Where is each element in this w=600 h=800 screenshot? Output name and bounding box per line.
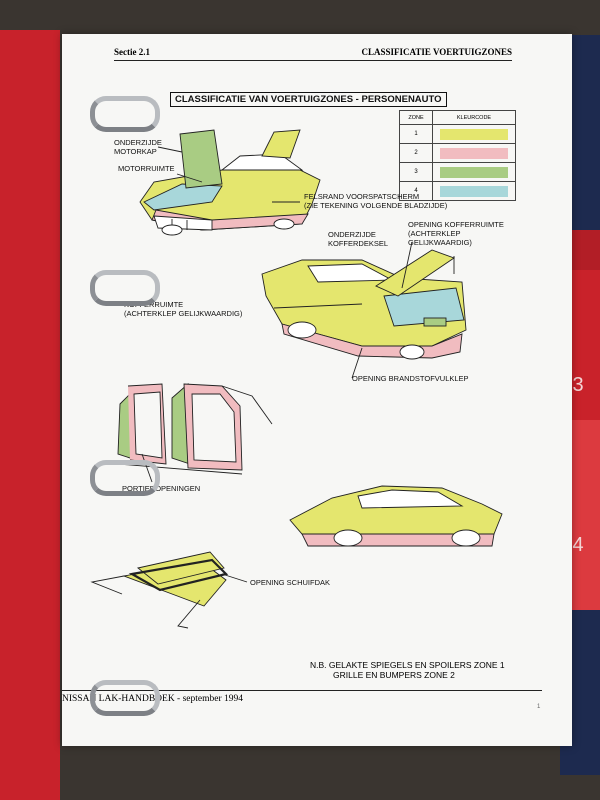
label-felsrand: FELSRAND VOORSPATSCHERM (ZIE TEKENING VO… <box>304 192 448 210</box>
binder-ring <box>90 96 160 132</box>
footer-rule <box>62 690 542 691</box>
label-opening-kofferruimte: OPENING KOFFERRUIMTE (ACHTERKLEP GELIJKW… <box>408 220 504 247</box>
footnote: N.B. GELAKTE SPIEGELS EN SPOILERS ZONE 1… <box>310 660 505 680</box>
header-title: CLASSIFICATIE VOERTUIGZONES <box>361 47 512 57</box>
car-side-illustration <box>289 485 503 547</box>
label-motorruimte: MOTORRUIMTE <box>118 164 175 173</box>
binder-ring <box>90 460 160 496</box>
document-page: Sectie 2.1 CLASSIFICATIE VOERTUIGZONES C… <box>62 34 572 746</box>
zone-color-legend: ZONE KLEURCODE 1 2 3 4 <box>399 110 516 201</box>
label-onderzijde-kofferdeksel: ONDERZIJDE KOFFERDEKSEL <box>328 230 389 248</box>
label-onderzijde-motorkap: ONDERZIJDE MOTORKAP <box>114 138 162 156</box>
binder-ring <box>90 680 160 716</box>
section-number: Sectie 2.1 <box>114 47 150 57</box>
legend-zone-4: 4 <box>399 181 433 201</box>
label-kofferruimte: KOFFERRUIMTE (ACHTERKLEP GELIJKWAARDIG) <box>124 300 243 318</box>
binder-ring <box>90 270 160 306</box>
car-rear-illustration <box>261 249 467 360</box>
vehicle-zone-illustrations <box>90 129 503 629</box>
note-line-2: GRILLE EN BUMPERS ZONE 2 <box>333 670 455 680</box>
door-openings-illustration <box>117 383 273 475</box>
page-header: Sectie 2.1 CLASSIFICATIE VOERTUIGZONES <box>114 46 512 61</box>
binder-cover-left <box>0 30 60 800</box>
car-front-illustration <box>139 129 321 236</box>
label-opening-brandstofvulklep: OPENING BRANDSTOFVULKLEP <box>352 374 469 383</box>
page-title: CLASSIFICATIE VAN VOERTUIGZONES - PERSON… <box>170 92 447 107</box>
legend-swatch-4 <box>432 181 516 201</box>
note-line-1: N.B. GELAKTE SPIEGELS EN SPOILERS ZONE 1 <box>310 660 505 670</box>
page-number: 1 <box>537 704 541 710</box>
sunroof-illustration <box>90 551 229 629</box>
label-portieropeningen: PORTIEROPENINGEN <box>122 484 201 493</box>
footer-text: NISSAN LAK-HANDBOEK - september 1994 <box>62 694 244 704</box>
label-opening-schuifdak: OPENING SCHUIFDAK <box>250 578 331 587</box>
